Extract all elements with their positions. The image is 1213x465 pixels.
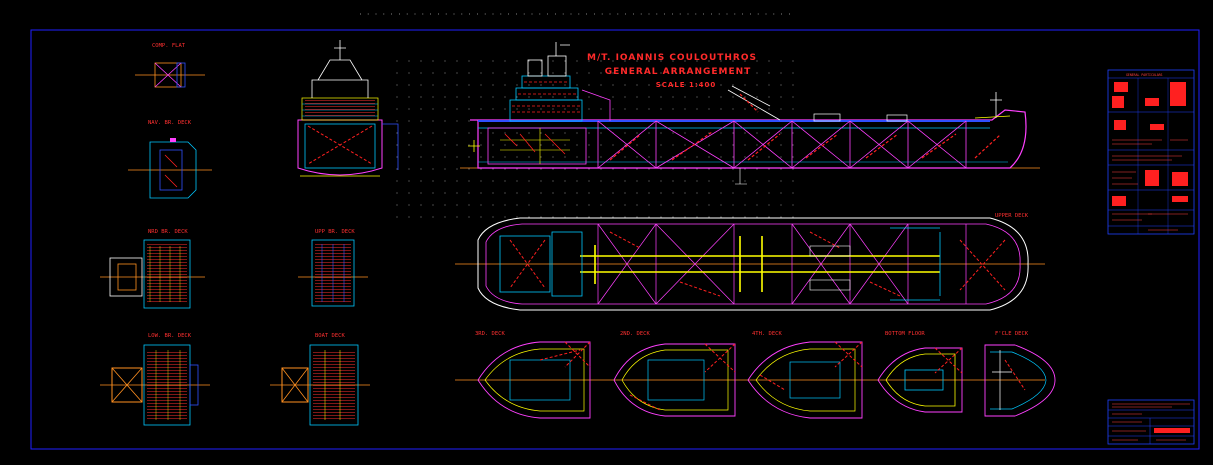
stern-elevation xyxy=(297,40,399,177)
label-second-deck: 2ND. DECK xyxy=(620,331,650,337)
upp-br-deck-plan: UPP BR. DECK xyxy=(298,229,368,307)
low-br-deck-plan: LOW. BR. DECK xyxy=(100,333,210,426)
plan-third-deck: 3RD. DECK xyxy=(475,331,591,419)
title-scale: SCALE 1:400 xyxy=(656,81,717,89)
label-nd-br-deck: NRD BR. DECK xyxy=(148,229,188,235)
label-low-br-deck: LOW. BR. DECK xyxy=(148,333,192,339)
plan-bottom-floor: BOTTOM FLOOR xyxy=(877,331,963,413)
label-nav-br-deck: NAV. BR. DECK xyxy=(148,120,192,126)
nav-br-deck-plan: NAV. BR. DECK xyxy=(128,120,212,199)
label-upp-br-deck: UPP BR. DECK xyxy=(315,229,355,235)
particulars-table: GENERAL PARTICULARS xyxy=(1107,69,1195,235)
plan-fourth-deck: 4TH. DECK xyxy=(747,331,863,419)
drawing-frame xyxy=(30,29,1200,450)
label-bottom-floor: BOTTOM FLOOR xyxy=(885,331,925,337)
nrd-br-deck-plan: NRD BR. DECK xyxy=(100,229,205,309)
label-third-deck: 3RD. DECK xyxy=(475,331,505,337)
title-ga: GENERAL ARRANGEMENT xyxy=(605,67,752,77)
label-fourth-deck: 4TH. DECK xyxy=(752,331,782,337)
title-block xyxy=(1107,399,1195,445)
boat-deck-plan: BOAT DECK xyxy=(270,333,370,426)
label-compass-flat: COMP. FLAT xyxy=(152,43,186,49)
upper-deck-plan: UPPER DECK xyxy=(455,213,1045,311)
label-fcle-deck: F'CLE DECK xyxy=(995,331,1029,337)
drawing-title: M/T. IOANNIS COULOUTHROS GENERAL ARRANGE… xyxy=(587,53,757,89)
dot-grid xyxy=(395,50,795,225)
lower-deck-plans: 3RD. DECK 2ND. DECK 4TH. DECK BOTTOM FLO… xyxy=(455,331,1056,419)
particulars-header: GENERAL PARTICULARS xyxy=(1126,73,1163,77)
compass-flat-plan: COMP. FLAT xyxy=(135,43,205,88)
side-profile-view xyxy=(460,42,1040,185)
label-upper-deck: UPPER DECK xyxy=(995,213,1029,219)
title-ship-name: M/T. IOANNIS COULOUTHROS xyxy=(587,53,757,63)
plan-fcle-deck: F'CLE DECK xyxy=(984,331,1056,417)
plan-second-deck: 2ND. DECK xyxy=(613,331,736,417)
label-boat-deck: BOAT DECK xyxy=(315,333,345,339)
